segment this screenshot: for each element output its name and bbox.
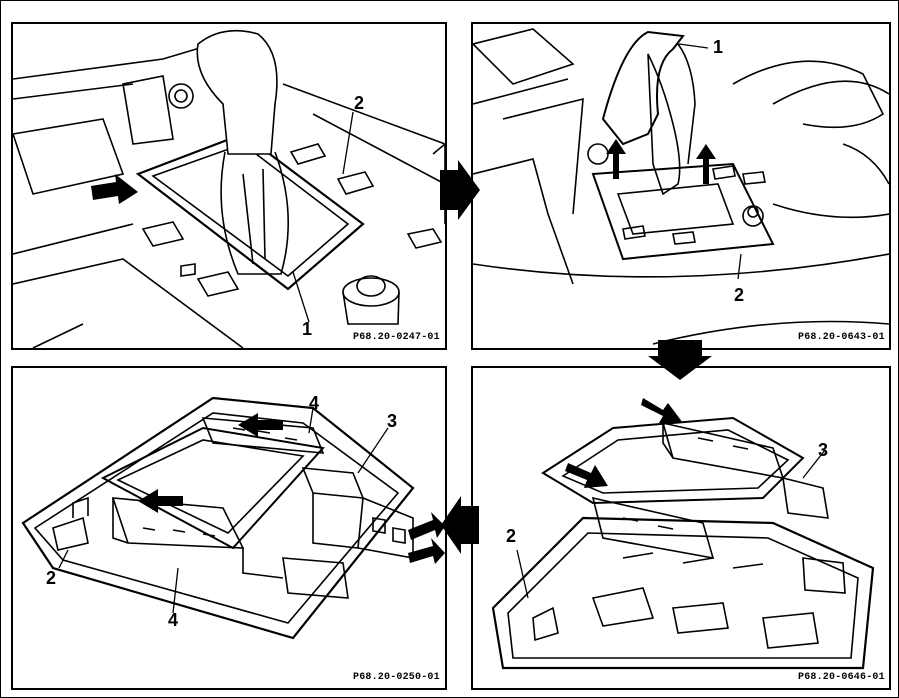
callout-2: 2 bbox=[46, 568, 57, 588]
panel-step-3: 2 3 P68.20-0646-01 bbox=[471, 366, 891, 690]
flow-arrow-right bbox=[440, 160, 480, 220]
callout-2: 2 bbox=[506, 526, 517, 546]
callout-2: 2 bbox=[734, 285, 745, 305]
panel-3-illustration bbox=[21, 396, 445, 640]
callout-4: 4 bbox=[168, 610, 179, 630]
callout-1: 1 bbox=[713, 37, 724, 57]
figure-code: P68.20-0643-01 bbox=[798, 332, 885, 343]
panel-step-2: 1 2 P68.20-0643-01 bbox=[471, 22, 891, 350]
callout-3: 3 bbox=[818, 440, 829, 460]
panel-step-1: 1 2 P68.20-0247-01 bbox=[11, 22, 447, 350]
callout-4: 4 bbox=[309, 393, 320, 413]
figure-code: P68.20-0250-01 bbox=[353, 672, 440, 683]
panel-step-4: 2 3 4 4 P68.20-0250-01 bbox=[11, 366, 447, 690]
callout-2: 2 bbox=[354, 93, 365, 113]
panel-1-illustration bbox=[13, 29, 445, 348]
figure-code: P68.20-0646-01 bbox=[798, 672, 885, 683]
flow-arrow-down bbox=[648, 340, 712, 380]
figure-code: P68.20-0247-01 bbox=[353, 332, 440, 343]
panel-4-illustration bbox=[491, 398, 875, 670]
panel-2-illustration bbox=[473, 28, 889, 345]
callout-1: 1 bbox=[302, 319, 313, 339]
callout-3: 3 bbox=[387, 411, 398, 431]
flow-arrow-left bbox=[441, 496, 479, 554]
